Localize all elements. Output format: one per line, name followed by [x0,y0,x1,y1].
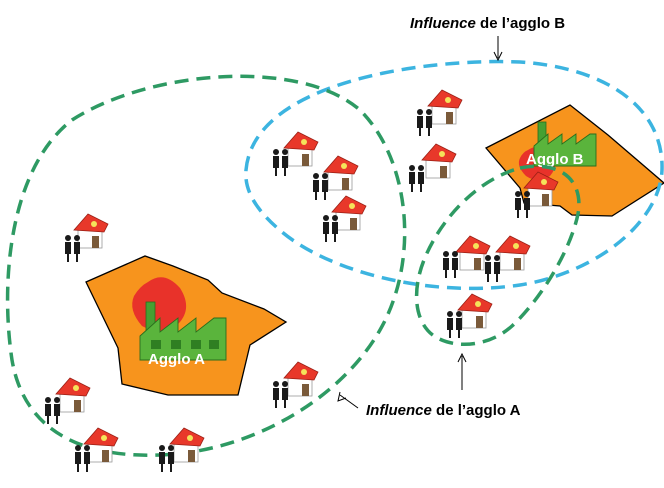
house-icon [55,377,91,413]
people-icon [45,397,60,424]
house-icon [169,427,205,463]
house-icon [83,427,119,463]
people-icon [65,235,80,262]
people-icon [75,445,90,472]
people-icon [313,173,328,200]
people-icon [417,109,432,136]
house-icon [495,235,531,271]
house-icon [455,235,491,271]
arrow-icon [457,352,467,390]
people-icon [159,445,174,472]
influence-zone-agglo-a [5,74,407,457]
agglo-a-label: Agglo A [148,351,205,368]
people-icon [447,311,462,338]
people-icon [323,215,338,242]
house-icon [283,131,319,167]
house-icon [457,293,493,329]
people-icon [485,255,500,282]
house-icon [283,361,319,397]
arrow-icon [337,391,359,409]
people-icon [443,251,458,278]
people-icon [273,381,288,408]
house-icon [331,195,367,231]
house-icon [323,155,359,191]
house-icon [421,143,457,179]
arrow-icon [493,36,503,62]
agglo-b-label: Agglo B [526,151,584,168]
house-icon [73,213,109,249]
influence-zone-agglo-b [244,59,664,291]
people-icon [515,191,530,218]
house-layer [45,89,559,472]
caption-influence-agglo-a: Influence de l’agglo A [366,402,521,419]
people-icon [409,165,424,192]
factory-icon [139,301,227,361]
caption-influence-agglo-b: Influence de l’agglo B [410,15,565,32]
people-icon [273,149,288,176]
factory-icon [533,121,597,167]
house-icon [427,89,463,125]
